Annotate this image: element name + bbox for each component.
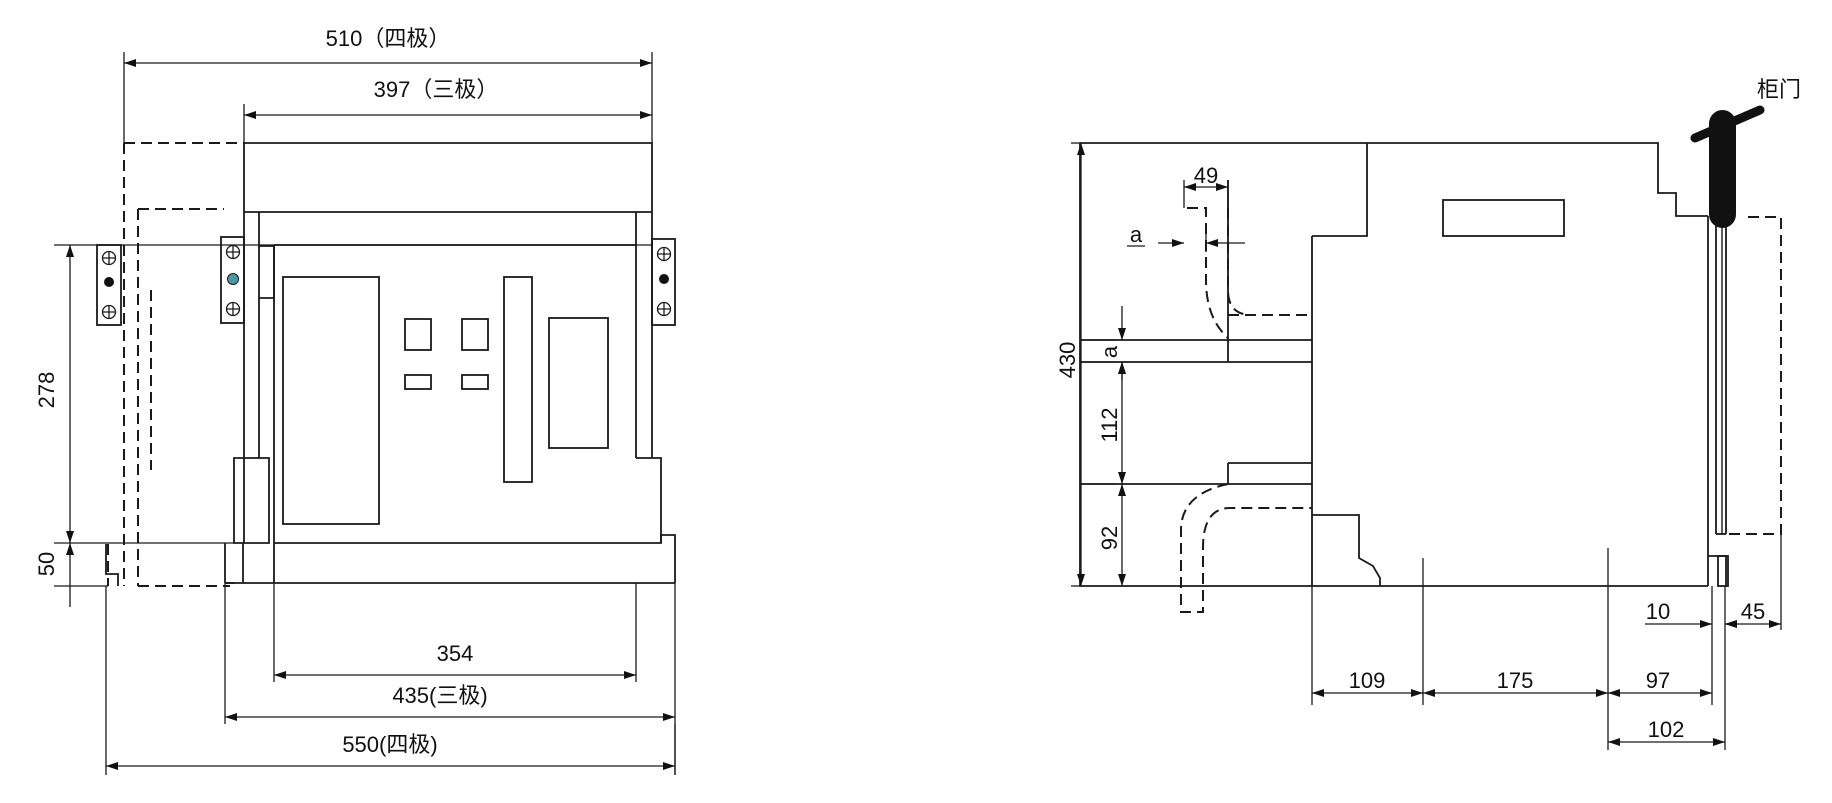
front-indicator-1 <box>404 318 432 351</box>
front-button-2 <box>461 374 489 390</box>
side-view: 柜门 49 a a 430 112 9 <box>1055 77 1801 750</box>
front-slot <box>503 276 533 483</box>
dim-a-left: a <box>1097 345 1122 358</box>
dim-97: 97 <box>1646 668 1670 693</box>
dim-50: 50 <box>34 552 59 576</box>
cabinet-door-handle <box>1690 105 1765 534</box>
label-cabinet-door: 柜门 <box>1757 77 1801 102</box>
dim-102: 102 <box>1648 717 1685 742</box>
dim-397-three-pole: 397（三极） <box>374 77 499 102</box>
front-window-right <box>548 317 609 449</box>
dim-49: 49 <box>1194 163 1218 188</box>
dim-435-three-pole: 435(三极) <box>392 683 487 708</box>
dim-10: 10 <box>1646 599 1670 624</box>
front-indicator-2 <box>461 318 489 351</box>
front-button-1 <box>404 374 432 390</box>
dim-354: 354 <box>437 641 474 666</box>
side-nameplate <box>1442 199 1565 237</box>
front-window-large <box>282 276 380 525</box>
dim-430: 430 <box>1055 342 1080 379</box>
dim-a-top: a <box>1130 222 1143 247</box>
dim-112: 112 <box>1097 407 1122 442</box>
dim-92: 92 <box>1097 526 1122 550</box>
front-view: 510（四极） 397（三极） 278 50 354 435(三极) 550(四… <box>34 26 676 775</box>
dim-278: 278 <box>34 372 59 409</box>
dim-45: 45 <box>1741 599 1765 624</box>
dim-510-four-pole: 510（四极） <box>326 26 451 51</box>
bracket-right <box>651 238 676 326</box>
bracket-left-inner <box>220 236 245 324</box>
front-dashed-outline <box>107 142 244 587</box>
dim-175: 175 <box>1497 668 1534 693</box>
dim-550-four-pole: 550(四极) <box>342 732 437 757</box>
dim-109: 109 <box>1349 668 1386 693</box>
bracket-left-outer <box>96 244 122 326</box>
